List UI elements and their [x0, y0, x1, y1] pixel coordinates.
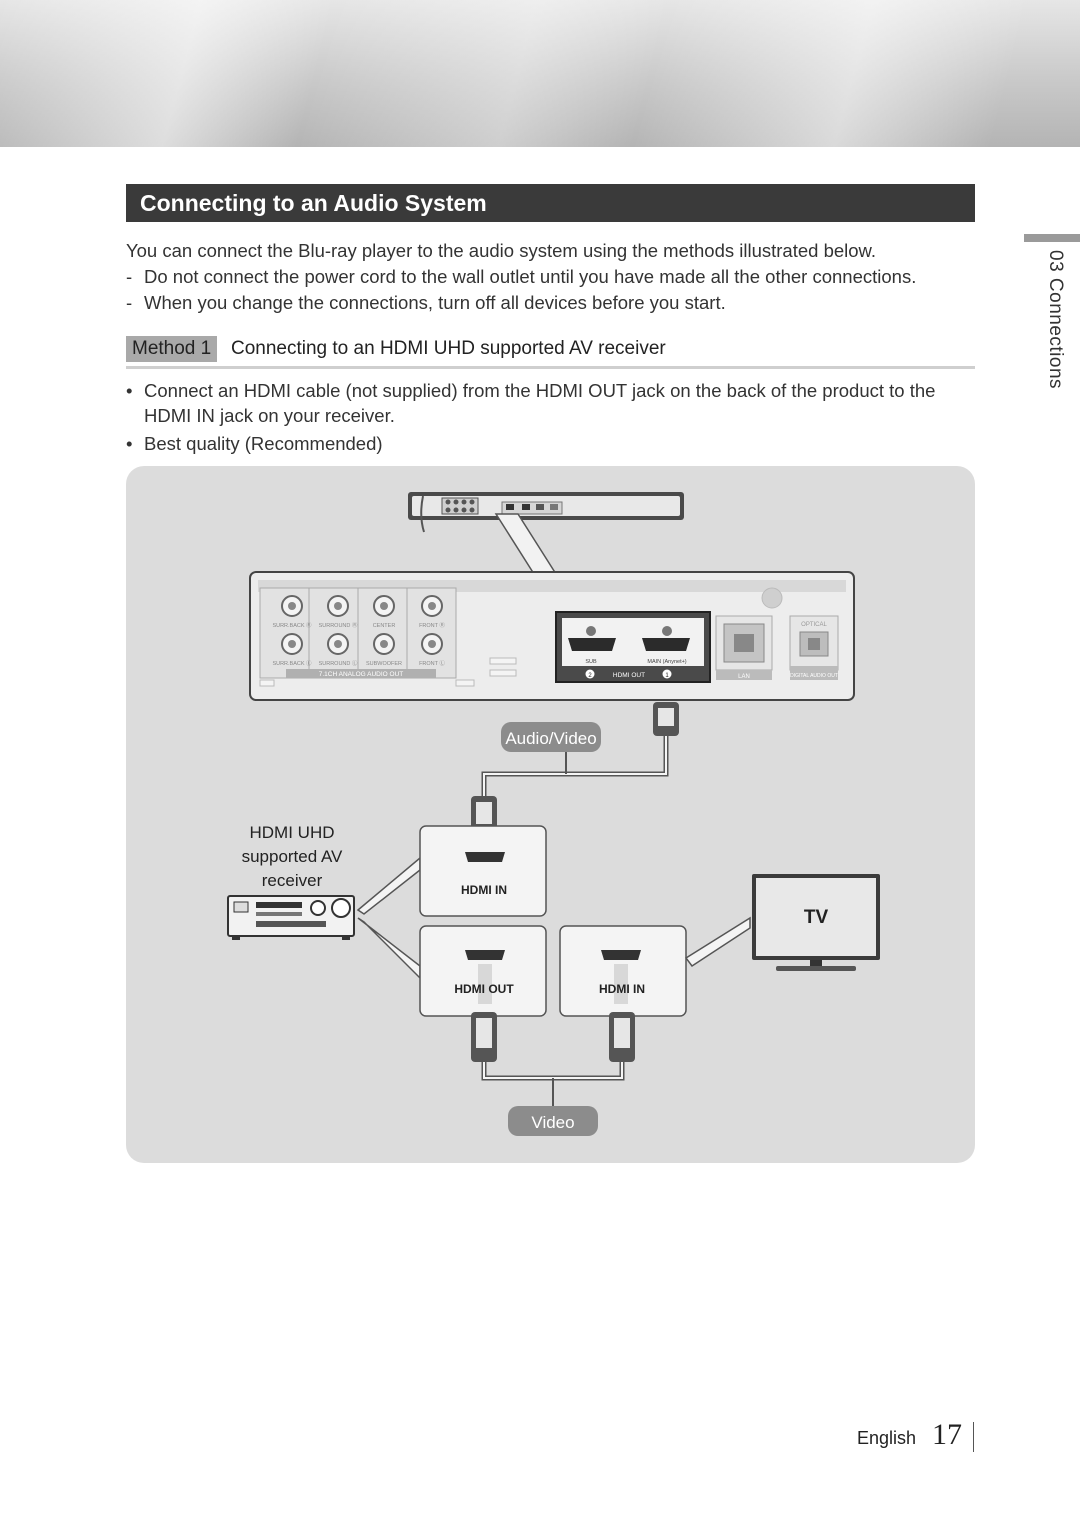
footer-divider	[973, 1422, 974, 1452]
label-digital-audio-out: DIGITAL AUDIO OUT	[790, 673, 838, 679]
intro-text: You can connect the Blu-ray player to th…	[126, 238, 986, 316]
method-title: Connecting to an HDMI UHD supported AV r…	[231, 338, 666, 359]
section-title: Connecting to an Audio System	[126, 184, 975, 222]
label-num-1: 1	[665, 673, 669, 679]
label-optical: OPTICAL	[801, 622, 827, 628]
bullet-text: Connect an HDMI cable (not supplied) fro…	[144, 380, 936, 426]
video-label: Video	[531, 1113, 574, 1132]
bullet-item: • Connect an HDMI cable (not supplied) f…	[126, 378, 946, 428]
method-heading: Method 1 Connecting to an HDMI UHD suppo…	[126, 334, 975, 369]
intro-dash-item: - Do not connect the power cord to the w…	[126, 264, 986, 290]
label-front-l: FRONT Ⓛ	[419, 659, 445, 667]
audio-video-label: Audio/Video	[505, 729, 596, 748]
bullet-list: • Connect an HDMI cable (not supplied) f…	[126, 378, 946, 459]
label-subwoofer: SUBWOOFER	[366, 661, 402, 667]
label-surround-r: SURROUND Ⓡ	[319, 621, 358, 629]
label-lan: LAN	[738, 674, 750, 680]
tv-label: TV	[804, 907, 829, 928]
connection-diagram-svg: SURR.BACK Ⓡ SURROUND Ⓡ CENTER FRONT Ⓡ SU…	[227, 492, 880, 1136]
hdmi-cable-video	[471, 1012, 635, 1081]
dash-marker: -	[126, 266, 133, 287]
label-surround-l: SURROUND Ⓛ	[319, 659, 358, 667]
av-receiver-icon	[227, 895, 355, 940]
label-sub: SUB	[585, 659, 597, 665]
label-surr-back-l: SURR.BACK Ⓛ	[272, 659, 312, 667]
receiver-label-line1: HDMI UHD	[250, 823, 335, 842]
label-center: CENTER	[373, 623, 396, 629]
intro-lead: You can connect the Blu-ray player to th…	[126, 240, 877, 261]
receiver-hdmi-in-label: HDMI IN	[461, 883, 507, 897]
dash-marker: -	[126, 292, 133, 313]
bluray-player-icon	[408, 492, 684, 533]
label-hdmi-out-panel: HDMI OUT	[613, 672, 645, 679]
method-badge: Method 1	[126, 336, 218, 362]
label-surr-back-r: SURR.BACK Ⓡ	[272, 621, 312, 629]
label-num-2: 2	[588, 673, 592, 679]
label-analog-out: 7.1CH ANALOG AUDIO OUT	[319, 671, 404, 678]
receiver-label-line3: receiver	[262, 871, 323, 890]
rear-panel-closeup: SURR.BACK Ⓡ SURROUND Ⓡ CENTER FRONT Ⓡ SU…	[249, 571, 855, 701]
tv-hdmi-in-label: HDMI IN	[599, 982, 645, 996]
dash-item-text: When you change the connections, turn of…	[144, 292, 726, 313]
page-number: 17	[932, 1418, 962, 1451]
side-tab-chapter: 03 Connections	[1045, 250, 1066, 390]
dash-item-text: Do not connect the power cord to the wal…	[144, 266, 917, 287]
intro-dash-item: - When you change the connections, turn …	[126, 290, 986, 316]
receiver-hdmi-out-label: HDMI OUT	[454, 982, 514, 996]
bullet-text: Best quality (Recommended)	[144, 433, 383, 454]
bullet-item: • Best quality (Recommended)	[126, 431, 946, 456]
side-tab-marker	[1024, 234, 1080, 242]
label-main: MAIN (Anynet+)	[647, 659, 686, 665]
bullet-icon: •	[126, 433, 133, 454]
header-decorative-band	[0, 0, 1080, 147]
receiver-label-line2: supported AV	[242, 847, 343, 866]
bullet-icon: •	[126, 380, 133, 401]
tv-icon	[752, 874, 880, 971]
connection-diagram: SURR.BACK Ⓡ SURROUND Ⓡ CENTER FRONT Ⓡ SU…	[126, 466, 975, 1163]
footer-language: English	[856, 1428, 916, 1448]
label-front-r: FRONT Ⓡ	[419, 621, 445, 629]
